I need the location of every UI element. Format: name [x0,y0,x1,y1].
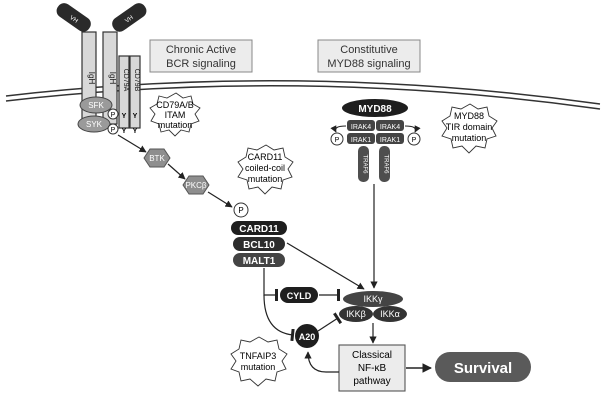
phospho-itam-2 [107,123,119,135]
card11-mutation-starburst: CARD11 coiled-coil mutation [237,144,294,195]
irak1-right-node: IRAK1 [376,133,404,144]
phospho-irak1-left-label: P [335,137,340,144]
malt1-node: MALT1 [233,253,285,267]
myd88-signaling-box: Constitutive MYD88 signaling [317,39,421,73]
autophospho-arrow-left [330,125,347,133]
svg-text:Classical: Classical [352,350,392,361]
svg-text:IKKα: IKKα [380,309,400,319]
phospho-irak1-right-label: P [412,137,417,144]
phospho-irak1-left [330,132,344,146]
svg-text:TRAF6: TRAF6 [362,154,368,174]
irak4-right-node: IRAK4 [376,120,404,131]
autophospho-arrow-right [404,125,421,133]
vh-left-label: VH [68,15,78,25]
svg-text:IRAK1: IRAK1 [380,137,400,144]
itam-y-4: Y [133,128,138,135]
traf6-left-node: TRAF6 [358,146,369,182]
ikk-alpha-node: IKKα [373,306,407,322]
irak1-left-node: IRAK1 [347,133,375,144]
arrow-nfkb-to-a20 [304,351,339,373]
arrow-pkcb-to-card11 [207,191,233,208]
svg-text:mutation: mutation [452,133,487,143]
svg-text:MYD88: MYD88 [358,104,392,115]
sfk-node: SFK [79,96,113,114]
svg-text:BCL10: BCL10 [243,240,275,251]
svg-text:IRAK4: IRAK4 [380,124,400,131]
svg-text:mutation: mutation [241,362,276,372]
arrow-btk-to-pkcb [167,163,186,180]
cd79b-label: CD79B [133,69,140,92]
phospho-irak1-right [407,132,421,146]
igh-right-label: IgH [108,72,117,85]
svg-text:CARD11: CARD11 [248,152,283,162]
svg-text:MYD88: MYD88 [454,111,484,121]
svg-text:Survival: Survival [454,360,512,377]
itam-y-2: Y [133,113,138,120]
svg-text:SFK: SFK [88,101,104,110]
phospho-itam-1 [107,108,119,120]
a20-node: A20 [295,324,319,348]
svg-text:mutation: mutation [158,120,193,130]
svg-text:NF-κB: NF-κB [358,363,387,374]
myd88-mutation-starburst: MYD88 TIR domain mutation [441,103,498,154]
cyld-node: CYLD [280,287,318,303]
itam-y-1: Y [122,113,127,120]
svg-text:CD79A/B: CD79A/B [156,100,194,110]
svg-text:MALT1: MALT1 [243,256,276,267]
card11-node: CARD11 [231,221,287,235]
syk-node: SYK [77,115,111,133]
svg-text:IKKγ: IKKγ [363,294,383,304]
cd79-mutation-starburst: CD79A/B ITAM mutation [149,92,201,137]
traf6-right-node: TRAF6 [379,146,390,182]
svg-text:A20: A20 [299,332,316,342]
igh-left-label: IgH [87,72,96,85]
svg-text:PKCβ: PKCβ [185,181,206,190]
svg-text:TNFAIP3: TNFAIP3 [240,351,277,361]
phospho-card11-label: P [238,206,243,215]
svg-text:IRAK4: IRAK4 [351,124,371,131]
arrow-cbm-to-ikk [286,242,365,290]
phospho-itam-1-label: P [111,112,116,119]
itam-y-3: Y [122,128,127,135]
svg-text:SYK: SYK [86,120,103,129]
bcr-box-line-1: Chronic Active [166,44,236,56]
myd88-node: MYD88 [342,99,408,117]
svg-text:CARD11: CARD11 [239,224,279,235]
myd88-box-line-2: MYD88 signaling [327,58,410,70]
tnfaip3-mutation-starburst: TNFAIP3 mutation [230,336,288,387]
myd88-box-line-1: Constitutive [340,44,397,56]
svg-text:pathway: pathway [353,376,390,387]
arrow-malt1-to-a20 [263,294,295,342]
phospho-card11 [233,202,249,218]
arrow-malt1-to-cyld [263,268,278,301]
pkcb-node: PKCβ [182,175,210,195]
arrow-a20-inhibits-ikk [317,312,343,332]
bcr-box-line-2: BCR signaling [166,58,236,70]
nfkb-pathway-box: Classical NF-κB pathway [338,344,406,392]
btk-node: BTK [143,148,171,168]
cd79a-label: CD79A [122,69,129,92]
survival-node: Survival [435,352,531,382]
bcr-receptor: VH VH IgH IgH CD79A CD79B Y Y Y Y [56,3,147,135]
bcr-signaling-box: Chronic Active BCR signaling [149,39,253,73]
svg-text:BTK: BTK [149,154,165,163]
irak4-left-node: IRAK4 [347,120,375,131]
bcl10-node: BCL10 [233,237,285,251]
vh-right-label: VH [124,15,134,25]
svg-text:ITAM: ITAM [165,110,186,120]
svg-text:TRAF6: TRAF6 [383,154,389,174]
ikk-beta-node: IKKβ [339,306,373,322]
svg-text:IKKβ: IKKβ [346,309,366,319]
svg-text:IRAK1: IRAK1 [351,137,371,144]
ikk-gamma-node: IKKγ [343,291,403,307]
arrow-syk-to-btk [117,134,147,153]
svg-text:TIR domain: TIR domain [446,122,493,132]
svg-text:CYLD: CYLD [287,291,312,301]
svg-text:mutation: mutation [248,174,283,184]
svg-text:coiled-coil: coiled-coil [245,163,285,173]
phospho-itam-2-label: P [111,127,116,134]
